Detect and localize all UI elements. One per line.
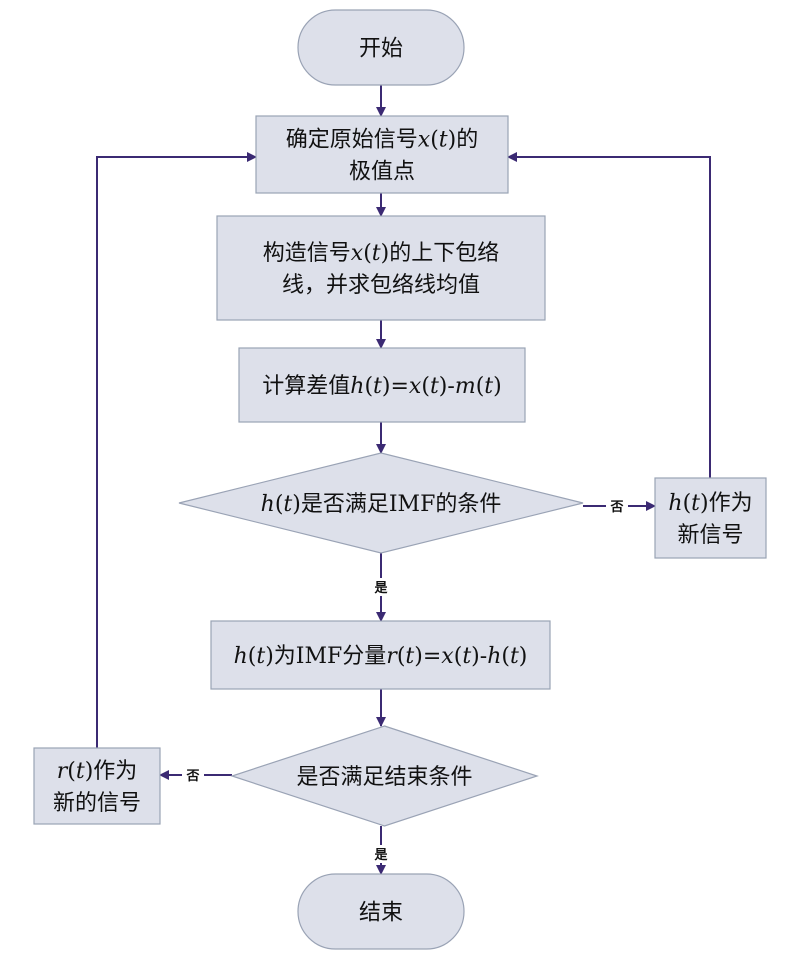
node-imf-component: h(t)为IMF分量r(t)=x(t)-h(t) (210, 620, 551, 690)
node-imf-check-label-line-1: h(t)是否满足IMF的条件 (261, 492, 502, 517)
label-bg-end-yes (370, 845, 392, 863)
node-envelope-label-line-1: 构造信号x(t)的上下包络 (263, 241, 499, 266)
label-end-no: 否 (185, 769, 199, 784)
node-new-signal-r-label-line-2: 新的信号 (53, 791, 141, 816)
node-imf-check: h(t)是否满足IMF的条件 (178, 452, 584, 554)
node-start: 开始 (297, 9, 465, 86)
node-end-check: 是否满足结束条件 (230, 725, 539, 827)
nodes: 开始确定原始信号x(t)的极值点构造信号x(t)的上下包络线，并求包络线均值计算… (33, 9, 767, 950)
node-difference-label-line-1: 计算差值h(t)=x(t)-m(t) (262, 374, 501, 399)
node-start-shape (297, 9, 465, 86)
node-end-check-shape (230, 725, 539, 827)
node-start-label-line-1: 开始 (359, 37, 403, 62)
node-new-signal-h-label-line-1: h(t)作为 (668, 491, 752, 516)
edge-new-signal-h-loop (507, 152, 711, 478)
node-imf-check-shape (178, 452, 584, 554)
label-bg-imf-yes (370, 578, 392, 596)
node-end-shape (297, 873, 465, 950)
node-extrema-label-line-1: 确定原始信号x(t)的 (286, 128, 478, 153)
label-bg-end-no (182, 766, 204, 784)
node-end: 结束 (297, 873, 465, 950)
edge-new-signal-r-loop (96, 152, 257, 748)
node-extrema-shape (255, 115, 509, 194)
node-end-label-line-1: 结束 (359, 901, 403, 926)
node-new-signal-r-label-line-1: r(t)作为 (57, 759, 138, 784)
node-envelope-shape (216, 215, 546, 321)
node-imf-component-label-line-1: h(t)为IMF分量r(t)=x(t)-h(t) (234, 644, 528, 669)
node-difference: 计算差值h(t)=x(t)-m(t) (238, 347, 526, 423)
node-new-signal-h-label-line-2: 新信号 (677, 523, 743, 548)
label-imf-yes: 是 (373, 581, 388, 596)
node-difference-shape (238, 347, 526, 423)
label-bg-imf-no (606, 497, 628, 515)
node-new-signal-h-shape (654, 477, 767, 559)
node-extrema-label-line-2: 极值点 (349, 160, 415, 185)
node-imf-component-shape (210, 620, 551, 690)
label-imf-no: 否 (609, 500, 623, 515)
node-envelope-label-line-2: 线，并求包络线均值 (282, 273, 480, 298)
node-new-signal-r-shape (33, 747, 161, 825)
edge-labels: 否 是 否 是 (182, 497, 628, 863)
node-end-check-label-line-1: 是否满足结束条件 (296, 765, 472, 790)
label-end-yes: 是 (373, 848, 388, 863)
